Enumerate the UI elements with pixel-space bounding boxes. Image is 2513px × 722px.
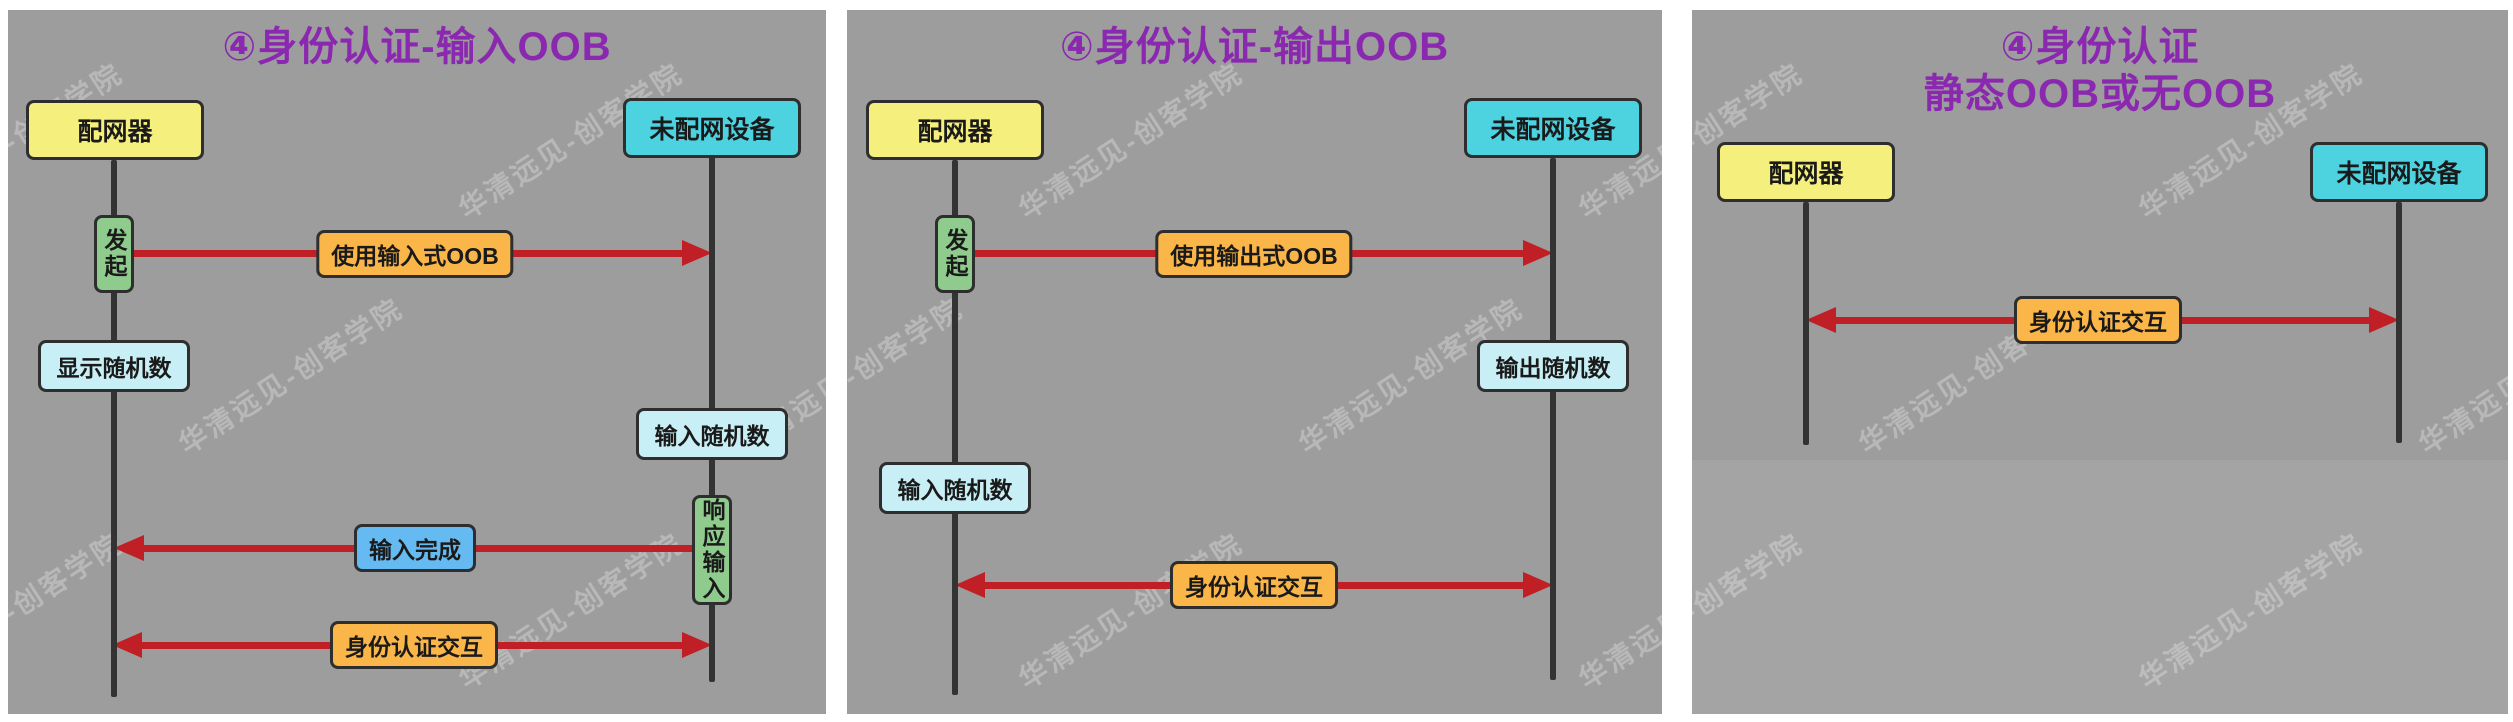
arrowhead-right-icon	[682, 632, 712, 658]
note-output-random: 输出随机数	[1477, 340, 1629, 392]
lifeline-provisioner	[952, 160, 958, 695]
arrowhead-right-icon	[682, 240, 712, 266]
actor-provisioner: 配网器	[1717, 142, 1895, 202]
panel-output-oob: ④身份认证-输出OOB 配网器 未配网设备 发起 使用输出式OOB 输出随机数 …	[847, 10, 1662, 714]
actor-device: 未配网设备	[1464, 98, 1642, 158]
note-input-random: 输入随机数	[636, 408, 788, 460]
arrowhead-left-icon	[112, 632, 142, 658]
lifeline-provisioner	[111, 160, 117, 697]
actor-provisioner: 配网器	[866, 100, 1044, 160]
activation-initiate: 发起	[935, 215, 975, 293]
panel-static-oob: ④身份认证 静态OOB或无OOB 配网器 未配网设备 身份认证交互	[1692, 10, 2508, 714]
panel-title-line2: 静态OOB或无OOB	[1923, 72, 2277, 116]
message-label-oob: 使用输出式OOB	[1155, 230, 1353, 278]
activation-initiate: 发起	[94, 215, 134, 293]
actor-provisioner: 配网器	[26, 100, 204, 160]
panel-input-oob: ④身份认证-输入OOB 配网器 未配网设备 发起 使用输入式OOB 显示随机数 …	[8, 10, 826, 714]
actor-device: 未配网设备	[623, 98, 801, 158]
panel-title: ④身份认证-输出OOB	[1059, 25, 1450, 69]
actor-device: 未配网设备	[2310, 142, 2488, 202]
note-display-random: 显示随机数	[38, 340, 190, 392]
lifeline-device	[2396, 202, 2402, 443]
arrowhead-right-icon	[1523, 572, 1553, 598]
arrowhead-left-icon	[955, 572, 985, 598]
arrowhead-right-icon	[2369, 307, 2399, 333]
lifeline-device	[1550, 158, 1556, 680]
panel-lighter-band	[1692, 460, 2508, 714]
panel-title-line1: ④身份认证	[2000, 25, 2200, 69]
note-input-random: 输入随机数	[879, 462, 1031, 514]
panel-title: ④身份认证 静态OOB或无OOB	[1692, 24, 2508, 118]
lifeline-provisioner	[1803, 202, 1809, 445]
message-label-input-done: 输入完成	[354, 524, 476, 572]
activation-respond-input: 响应输入	[692, 495, 732, 605]
panel-title: ④身份认证-输入OOB	[222, 25, 612, 69]
arrowhead-left-icon	[114, 535, 144, 561]
message-label-auth: 身份认证交互	[1170, 561, 1338, 609]
message-label-auth: 身份认证交互	[2014, 296, 2182, 344]
message-label-auth: 身份认证交互	[330, 621, 498, 669]
message-label-oob: 使用输入式OOB	[316, 230, 514, 278]
arrowhead-right-icon	[1523, 240, 1553, 266]
arrowhead-left-icon	[1806, 307, 1836, 333]
